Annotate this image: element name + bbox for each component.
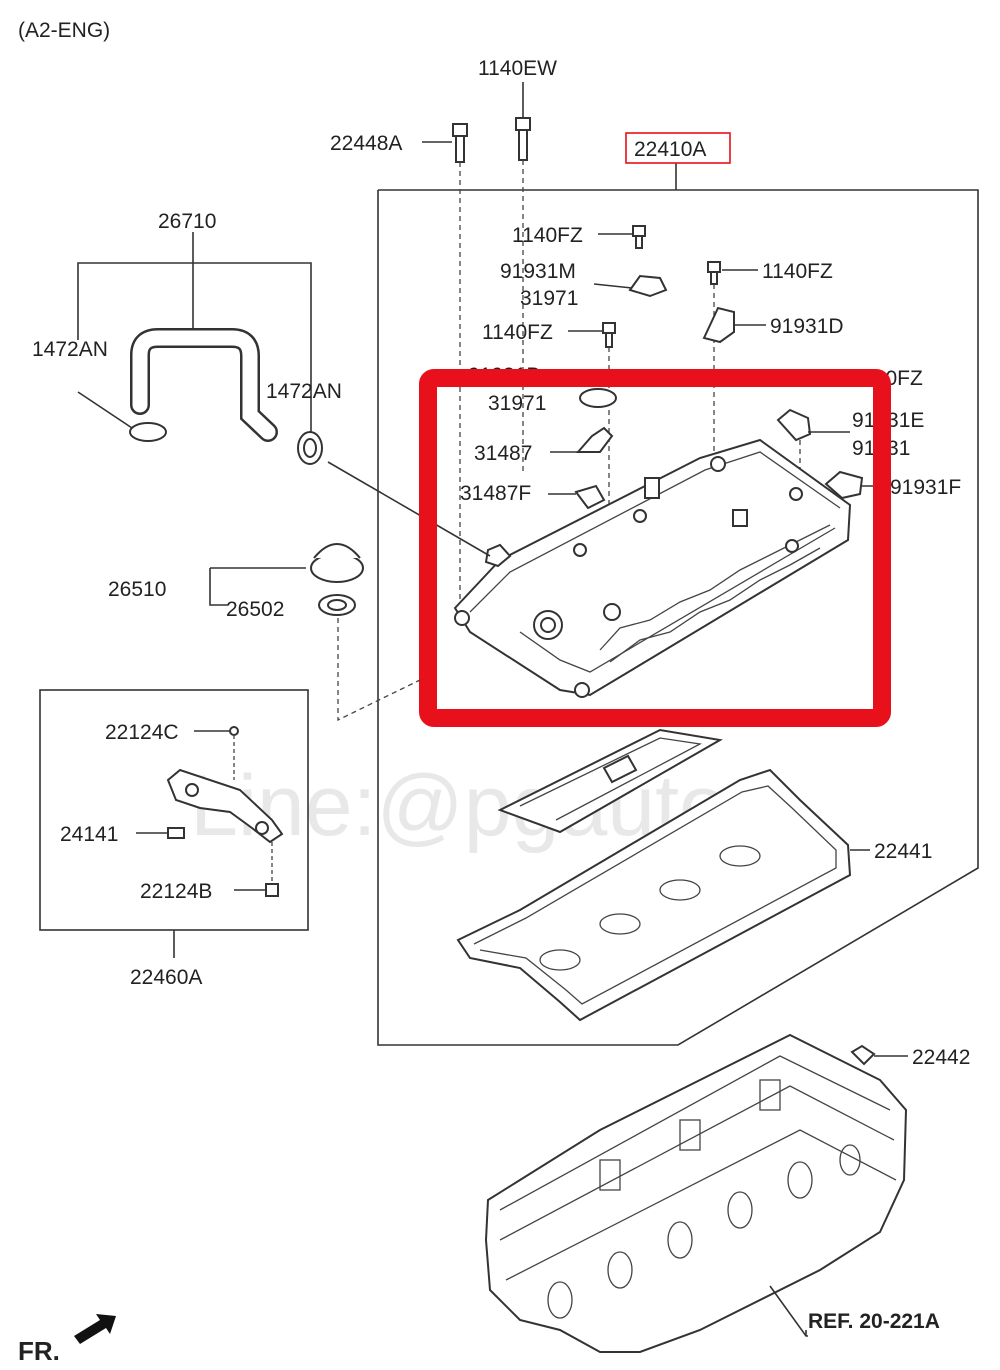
label-22124C[interactable]: 22124C — [105, 721, 179, 744]
label-1140FZ-b[interactable]: 1140FZ — [762, 260, 833, 283]
gasket-22441 — [456, 768, 870, 1022]
cylinder-head — [484, 1033, 908, 1353]
label-22124B[interactable]: 22124B — [140, 880, 212, 903]
label-31487[interactable]: 31487 — [474, 442, 532, 465]
oil-filler-cap — [209, 543, 421, 722]
label-fr: FR. — [18, 1336, 60, 1365]
label-24141[interactable]: 24141 — [60, 823, 118, 846]
label-22448A[interactable]: 22448A — [330, 132, 402, 155]
label-31971-b[interactable]: 31971 — [488, 392, 546, 415]
label-91931M[interactable]: 91931M — [500, 260, 576, 283]
highlight-box — [419, 369, 891, 727]
label-ref[interactable]: REF. 20-221A — [808, 1310, 940, 1333]
bracket-91931E — [776, 408, 850, 495]
valve-cover — [327, 438, 852, 698]
clamp-1472AN-b — [297, 431, 323, 465]
bracket-31971 — [579, 388, 617, 408]
sensor-31487 — [550, 426, 614, 453]
label-31971-a[interactable]: 31971 — [520, 287, 578, 310]
label-22410A[interactable]: 22410A — [634, 138, 706, 161]
hose-26710 — [77, 232, 312, 442]
sensor-31487F — [548, 484, 606, 510]
clip-22442 — [850, 1044, 908, 1066]
baffle-plate — [497, 728, 723, 834]
label-1472AN-a[interactable]: 1472AN — [32, 338, 108, 361]
label-26710[interactable]: 26710 — [158, 210, 216, 233]
bolt-1140FZ-b — [707, 261, 758, 455]
label-1140FZ-c[interactable]: 1140FZ — [482, 321, 553, 344]
label-26510[interactable]: 26510 — [108, 578, 166, 601]
front-arrow-icon — [74, 1314, 116, 1344]
bolt-1140FZ-a — [598, 225, 646, 249]
label-91931D[interactable]: 91931D — [770, 315, 844, 338]
assembly-frame — [377, 163, 979, 1046]
clamp-1472AN-a — [77, 391, 167, 442]
callout-box-22410A — [625, 132, 731, 164]
label-22460A[interactable]: 22460A — [130, 966, 202, 989]
bolt-1140EW — [515, 82, 531, 475]
label-1140FZ-a[interactable]: 1140FZ — [512, 224, 583, 247]
label-1472AN-b[interactable]: 1472AN — [266, 380, 342, 403]
bracket-91931D — [702, 306, 766, 344]
label-31487F[interactable]: 31487F — [460, 482, 531, 505]
label-22442[interactable]: 22442 — [912, 1046, 970, 1069]
bracket-inset — [39, 689, 309, 958]
label-26502[interactable]: 26502 — [226, 598, 284, 621]
diagram-code: (A2-ENG) — [18, 19, 110, 42]
label-22441[interactable]: 22441 — [874, 840, 932, 863]
label-1140EW[interactable]: 1140EW — [478, 57, 557, 80]
label-91931F[interactable]: 91931F — [890, 476, 961, 499]
bracket-91931M — [593, 274, 668, 298]
bolt-22448A — [422, 123, 468, 610]
